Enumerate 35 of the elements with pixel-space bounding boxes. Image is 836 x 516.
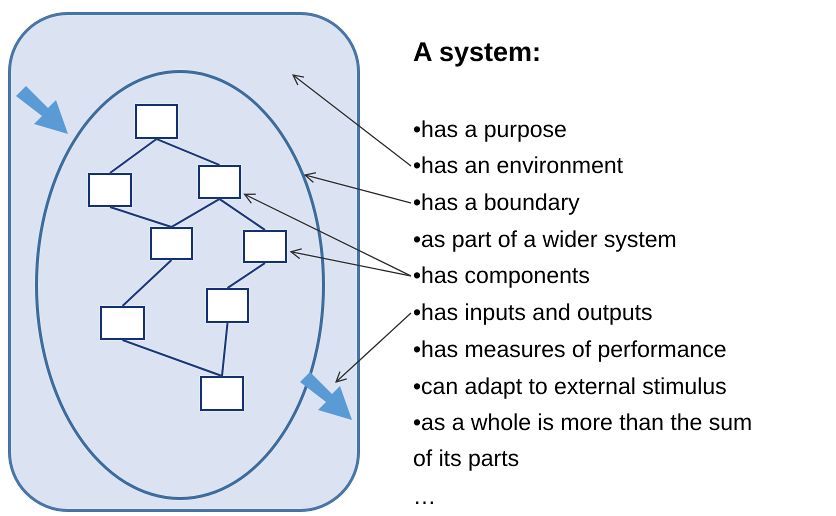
connector-line bbox=[109, 138, 158, 174]
bullet-text: … bbox=[413, 482, 436, 510]
bullet-text: •has a purpose bbox=[413, 115, 567, 143]
component-box bbox=[150, 227, 193, 260]
component-box bbox=[243, 230, 287, 263]
bullet-text: •can adapt to external stimulus bbox=[413, 372, 727, 400]
component-box bbox=[100, 306, 145, 340]
leader-line bbox=[335, 312, 412, 383]
component-box bbox=[198, 165, 241, 199]
leader-line bbox=[244, 194, 412, 277]
environment-box bbox=[8, 12, 360, 512]
bullet-text: •has inputs and outputs bbox=[413, 298, 653, 326]
leader-line bbox=[292, 74, 412, 167]
component-box bbox=[200, 376, 244, 411]
boundary-ellipse bbox=[35, 70, 325, 500]
connector-line bbox=[110, 206, 172, 228]
component-box bbox=[135, 104, 178, 139]
connector-line bbox=[156, 138, 220, 166]
bullet-text: •as a whole is more than the sum of its parts bbox=[413, 408, 754, 473]
connector-line bbox=[122, 339, 222, 377]
connector-line bbox=[218, 198, 266, 231]
leader-line bbox=[290, 248, 412, 277]
bullet-text: •has measures of performance bbox=[413, 335, 727, 363]
component-box bbox=[206, 288, 249, 323]
bullet-text: •as part of a wider system bbox=[413, 225, 677, 253]
connector-line bbox=[226, 262, 266, 289]
connector-line bbox=[171, 198, 220, 228]
bullet-text: •has a boundary bbox=[413, 188, 580, 216]
leader-line bbox=[304, 172, 412, 204]
bullet-text: •has an environment bbox=[413, 151, 624, 179]
connector-line bbox=[122, 259, 172, 307]
bullet-text: •has components bbox=[413, 261, 590, 289]
title: A system: bbox=[413, 38, 542, 66]
connector-line bbox=[221, 322, 228, 376]
component-box bbox=[88, 173, 132, 207]
